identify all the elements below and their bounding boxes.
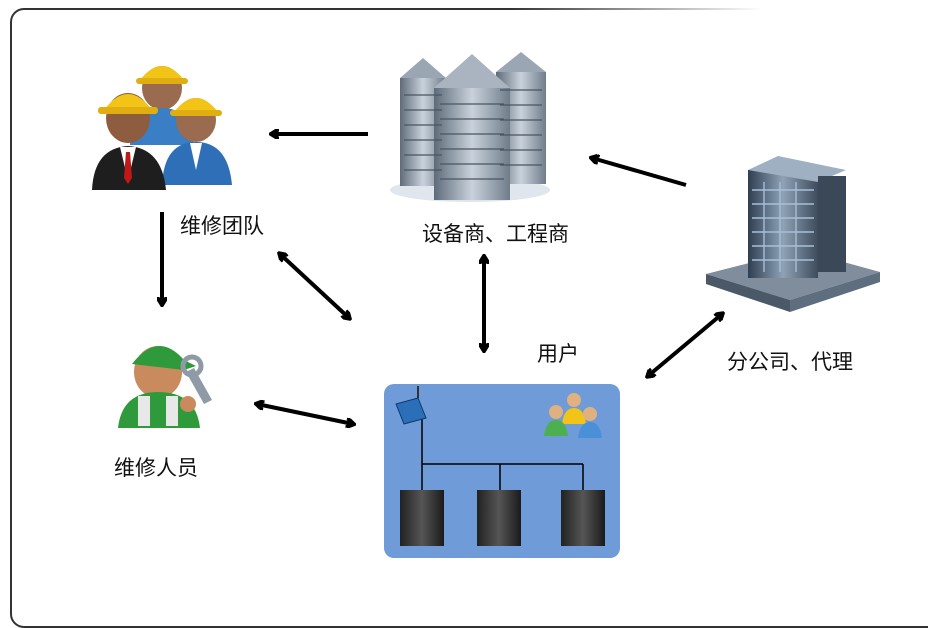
repair-team-label: 维修团队 [180, 214, 264, 238]
user-group-icon [544, 393, 602, 438]
frame-fade [510, 0, 928, 12]
user-site-panel [384, 384, 620, 558]
arrow-branch-user [648, 314, 722, 376]
vendor-label: 设备商、工程商 [422, 222, 569, 246]
workers-team-icon [92, 66, 232, 190]
diagram-canvas [92, 52, 880, 558]
user-label: 用户 [537, 342, 579, 366]
arrow-staff-user [257, 404, 353, 424]
arrow-branch-to-vendor [592, 158, 687, 187]
arrow-team-user [280, 254, 349, 318]
repair-staff-label: 维修人员 [114, 456, 198, 480]
buildings-icon [390, 52, 550, 202]
office-building-icon [706, 156, 880, 312]
server-rack-icon [400, 490, 605, 546]
repairman-icon [118, 345, 212, 428]
branch-office-label: 分公司、代理 [727, 350, 853, 374]
arrows [162, 134, 722, 424]
network-terminal-icon [395, 386, 427, 425]
